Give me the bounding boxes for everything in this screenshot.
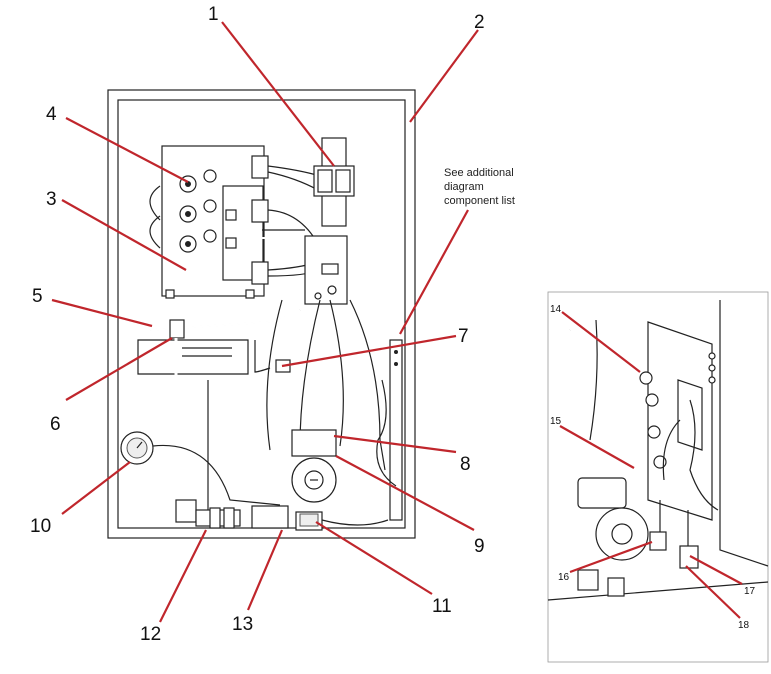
circuit-breaker — [313, 137, 355, 227]
leader-7 — [281, 334, 457, 368]
main-unit-drawing — [107, 89, 416, 539]
leader-8 — [333, 434, 457, 454]
flow-sensor — [169, 319, 185, 339]
leader-lines — [51, 21, 479, 623]
pressure-gauge — [120, 431, 281, 506]
circulation-pump — [291, 429, 337, 503]
leader-note — [399, 209, 469, 335]
note-line-2: diagram — [444, 181, 484, 193]
leader-13 — [246, 529, 284, 611]
leader-16 — [569, 540, 653, 574]
callout-12: 12 — [140, 624, 161, 645]
callout-3: 3 — [46, 189, 57, 210]
bottom-fittings — [175, 499, 389, 531]
callout-18: 18 — [738, 620, 750, 631]
leader-5 — [51, 298, 153, 328]
leader-1 — [221, 21, 335, 167]
callout-16: 16 — [558, 572, 570, 583]
callout-5: 5 — [32, 286, 43, 307]
control-board — [304, 235, 348, 305]
callout-7: 7 — [458, 326, 469, 347]
inset-leader-lines — [559, 311, 743, 619]
leader-6 — [65, 337, 173, 401]
callout-4: 4 — [46, 104, 57, 125]
callout-10: 10 — [30, 516, 51, 537]
callout-2: 2 — [474, 12, 485, 33]
leader-9 — [335, 455, 475, 531]
leader-3 — [61, 199, 187, 271]
callout-14: 14 — [550, 304, 562, 315]
leader-4 — [65, 117, 189, 183]
callout-6: 6 — [50, 414, 61, 435]
leader-17 — [689, 555, 743, 585]
wiring — [262, 165, 321, 277]
leader-18 — [685, 565, 741, 619]
callout-17: 17 — [744, 586, 756, 597]
callout-numbers: 1 2 3 4 5 6 7 8 9 10 11 12 13 — [30, 4, 485, 645]
leader-12 — [159, 529, 207, 623]
callout-8: 8 — [460, 454, 471, 475]
callout-1: 1 — [208, 4, 219, 25]
leader-15 — [559, 425, 635, 469]
leader-10 — [61, 461, 131, 515]
callout-9: 9 — [474, 536, 485, 557]
callout-13: 13 — [232, 614, 253, 635]
leader-11 — [315, 521, 433, 595]
note-line-3: component list — [444, 195, 515, 207]
leader-2 — [409, 29, 479, 123]
callout-15: 15 — [550, 416, 562, 427]
inset-drawing — [547, 291, 769, 663]
terminal-blocks — [225, 155, 269, 285]
callout-11: 11 — [432, 596, 452, 617]
leader-14 — [561, 311, 641, 373]
side-terminal-strip — [376, 339, 403, 521]
lower-tank — [137, 339, 249, 375]
note-line-1: See additional — [444, 167, 514, 179]
additional-list-note: See additional diagram component list — [444, 167, 515, 207]
inset-callout-numbers: 14 15 16 17 18 — [550, 304, 756, 631]
